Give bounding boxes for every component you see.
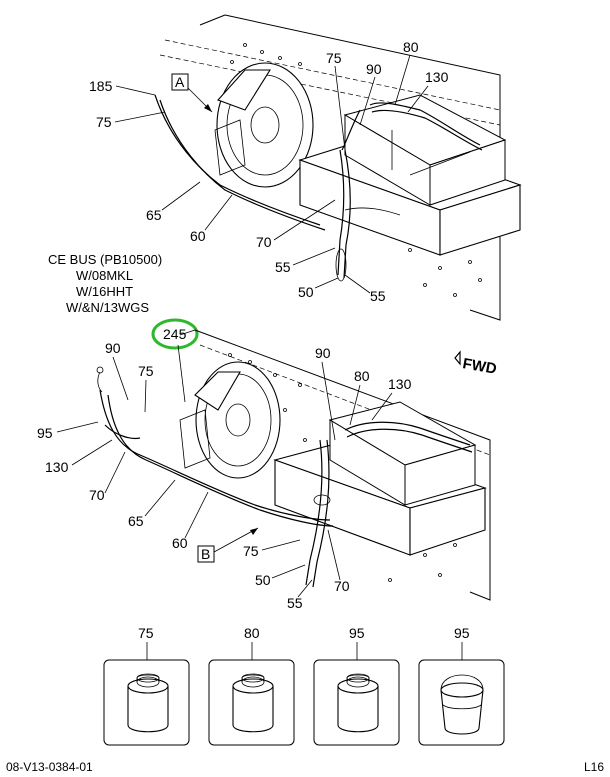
note-line-4: W/&N/13WGS: [66, 300, 149, 315]
part-card[interactable]: 80: [208, 625, 295, 746]
part-label: 75: [138, 625, 154, 641]
callout-70-bottom: 70: [334, 578, 350, 594]
view-marker-a: A: [175, 74, 185, 90]
callout-55-a: 55: [275, 259, 291, 275]
callout-75: 75: [138, 363, 154, 379]
note-line-1: CE BUS (PB10500): [48, 252, 162, 267]
callout-75-left: 75: [96, 114, 112, 130]
lower-view-drawing: [96, 329, 491, 601]
can-icon: [337, 673, 379, 733]
can-icon: [127, 673, 169, 733]
callout-90-right: 90: [315, 345, 331, 361]
callout-80: 80: [403, 39, 419, 55]
fwd-indicator: FWD: [454, 350, 498, 378]
callout-245[interactable]: 245: [163, 326, 187, 342]
callout-130-left: 130: [45, 459, 69, 475]
callout-65: 65: [146, 207, 162, 223]
callout-55: 55: [287, 595, 303, 611]
view-marker-a-box: [171, 73, 189, 91]
callout-65: 65: [128, 513, 144, 529]
part-card[interactable]: 95: [418, 625, 505, 746]
upper-view-callouts: 185 75 A 65 60 75 90 80 130 70 55 50 55: [89, 39, 449, 304]
upper-view-drawing: [154, 14, 522, 321]
fwd-label: FWD: [461, 355, 498, 378]
callout-55-b: 55: [370, 288, 386, 304]
callout-90: 90: [366, 61, 382, 77]
callout-130-right: 130: [388, 376, 412, 392]
part-label: 95: [454, 625, 470, 641]
callout-70-left: 70: [89, 487, 105, 503]
callout-90-left: 90: [105, 340, 121, 356]
part-card[interactable]: 75: [103, 625, 190, 746]
part-label: 95: [349, 625, 365, 641]
callout-50: 50: [298, 284, 314, 300]
applicability-notes: CE BUS (PB10500) W/08MKL W/16HHT W/&N/13…: [48, 252, 162, 315]
highlight-ring: [151, 318, 199, 350]
callout-95: 95: [37, 425, 53, 441]
bucket-icon: [440, 674, 484, 735]
note-line-3: W/16HHT: [76, 284, 133, 299]
callout-75-bottom: 75: [243, 543, 259, 559]
callout-70: 70: [256, 234, 272, 250]
page-label: L16: [584, 760, 604, 774]
lower-view-callouts: 90 75 95 130 70 65 60 B 90 80 130 75 50 …: [37, 340, 412, 611]
part-card[interactable]: 95: [313, 625, 400, 746]
can-icon: [232, 673, 274, 733]
drawing-number: 08-V13-0384-01: [6, 760, 93, 774]
note-line-2: W/08MKL: [76, 268, 133, 283]
callout-50: 50: [255, 572, 271, 588]
view-marker-b-box: [197, 545, 215, 563]
callout-60: 60: [190, 228, 206, 244]
callout-60: 60: [172, 535, 188, 551]
part-label: 80: [244, 625, 260, 641]
callout-80: 80: [354, 368, 370, 384]
callout-130: 130: [425, 69, 449, 85]
parts-row: 75 80 95: [103, 625, 505, 746]
callout-75-top: 75: [326, 50, 342, 66]
view-marker-b: B: [201, 546, 210, 562]
callout-185: 185: [89, 78, 113, 94]
